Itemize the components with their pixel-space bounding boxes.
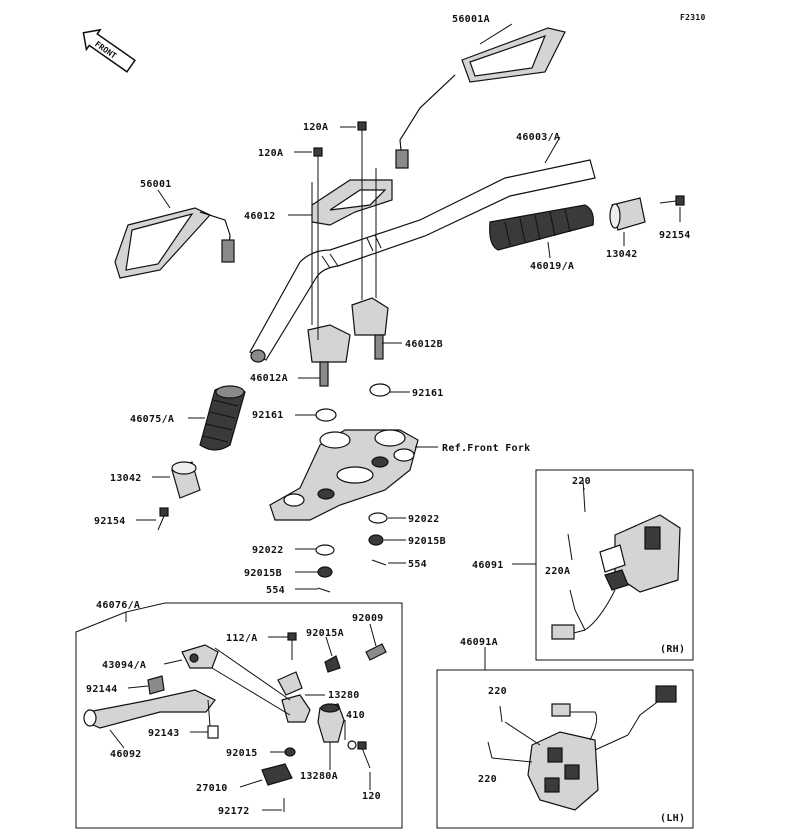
- label-554-right: 554: [408, 559, 427, 570]
- washer-92161-left: [315, 408, 337, 422]
- front-arrow-icon: FRONT: [82, 28, 136, 73]
- label-92144: 92144: [86, 684, 118, 695]
- left-mirror: [114, 207, 235, 279]
- upper-triple-clamp: [269, 429, 419, 521]
- figure-code: F2310: [680, 13, 706, 22]
- label-92161-left: 92161: [252, 410, 284, 421]
- left-screw-92154: [157, 507, 169, 531]
- label-92172: 92172: [218, 806, 250, 817]
- upper-holder: [311, 179, 393, 226]
- label-92015b-right: 92015B: [408, 536, 446, 547]
- rh-switch-assembly: [551, 479, 681, 640]
- lower-holder-46012a: [307, 324, 351, 387]
- label-13042-right: 13042: [606, 249, 638, 260]
- label-92015a: 92015A: [306, 628, 344, 639]
- left-bar-end-weight: [171, 461, 201, 499]
- label-92009: 92009: [352, 613, 384, 624]
- label-13280a: 13280A: [300, 771, 338, 782]
- washer-92022-left: [315, 544, 335, 556]
- label-220a: 220A: [545, 566, 570, 577]
- clutch-lever-assembly: [83, 632, 387, 812]
- clutch-lever-box: [75, 602, 403, 829]
- label-92022-right: 92022: [408, 514, 440, 525]
- label-ref-front-fork: Ref.Front Fork: [442, 443, 531, 454]
- label-rh: (RH): [660, 644, 685, 655]
- label-46012: 46012: [244, 211, 276, 222]
- label-46019a: 46019/A: [530, 261, 574, 272]
- bolt-120a-left: [313, 147, 323, 172]
- label-46012a: 46012A: [250, 373, 288, 384]
- label-92161-right: 92161: [412, 388, 444, 399]
- bolt-120a-right: [357, 121, 367, 148]
- right-mirror: [395, 27, 566, 169]
- label-46091: 46091: [472, 560, 504, 571]
- label-13280: 13280: [328, 690, 360, 701]
- label-220-lh-upper: 220: [488, 686, 507, 697]
- label-220-lh-lower: 220: [478, 774, 497, 785]
- rh-switch-box: [535, 469, 694, 661]
- label-112a: 112/A: [226, 633, 258, 644]
- washer-92022-right: [368, 512, 388, 524]
- label-46003a: 46003/A: [516, 132, 560, 143]
- lower-holder-46012b: [351, 297, 389, 360]
- leader-lines-lower-left: [109, 623, 377, 811]
- label-46012b: 46012B: [405, 339, 443, 350]
- label-120a-lower: 120A: [258, 148, 283, 159]
- handlebar: [249, 159, 596, 363]
- label-120: 120: [362, 791, 381, 802]
- nut-92015b-right: [368, 534, 384, 546]
- label-46091a: 46091A: [460, 637, 498, 648]
- label-92015b-left: 92015B: [244, 568, 282, 579]
- part-labels: 56001A 120A 120A 46003/A 56001 46012 130…: [86, 14, 691, 824]
- lh-switch-assembly: [487, 685, 677, 811]
- clip-554-right: [371, 559, 387, 566]
- washer-92161-right: [369, 383, 391, 397]
- label-92154-left: 92154: [94, 516, 126, 527]
- label-lh: (LH): [660, 813, 685, 824]
- label-56001a: 56001A: [452, 14, 490, 25]
- right-screw-92154: [659, 195, 685, 206]
- label-92154-right: 92154: [659, 230, 691, 241]
- leader-lines-upper: [136, 23, 681, 590]
- label-120a-upper: 120A: [303, 122, 328, 133]
- label-92015: 92015: [226, 748, 258, 759]
- label-46092: 46092: [110, 749, 142, 760]
- label-56001: 56001: [140, 179, 172, 190]
- label-92143: 92143: [148, 728, 180, 739]
- right-bar-end-weight: [609, 197, 646, 231]
- label-43094a: 43094/A: [102, 660, 146, 671]
- label-46075a: 46075/A: [130, 414, 174, 425]
- label-410: 410: [346, 710, 365, 721]
- right-grip: [489, 204, 594, 251]
- label-13042-left: 13042: [110, 473, 142, 484]
- left-grip: [199, 385, 246, 451]
- nut-92015b-left: [317, 566, 333, 578]
- label-92022-left: 92022: [252, 545, 284, 556]
- label-220-rh: 220: [572, 476, 591, 487]
- label-46076a: 46076/A: [96, 600, 140, 611]
- clip-554-left: [317, 587, 331, 593]
- label-27010: 27010: [196, 783, 228, 794]
- lh-switch-box: [436, 669, 694, 829]
- label-554-left: 554: [266, 585, 285, 596]
